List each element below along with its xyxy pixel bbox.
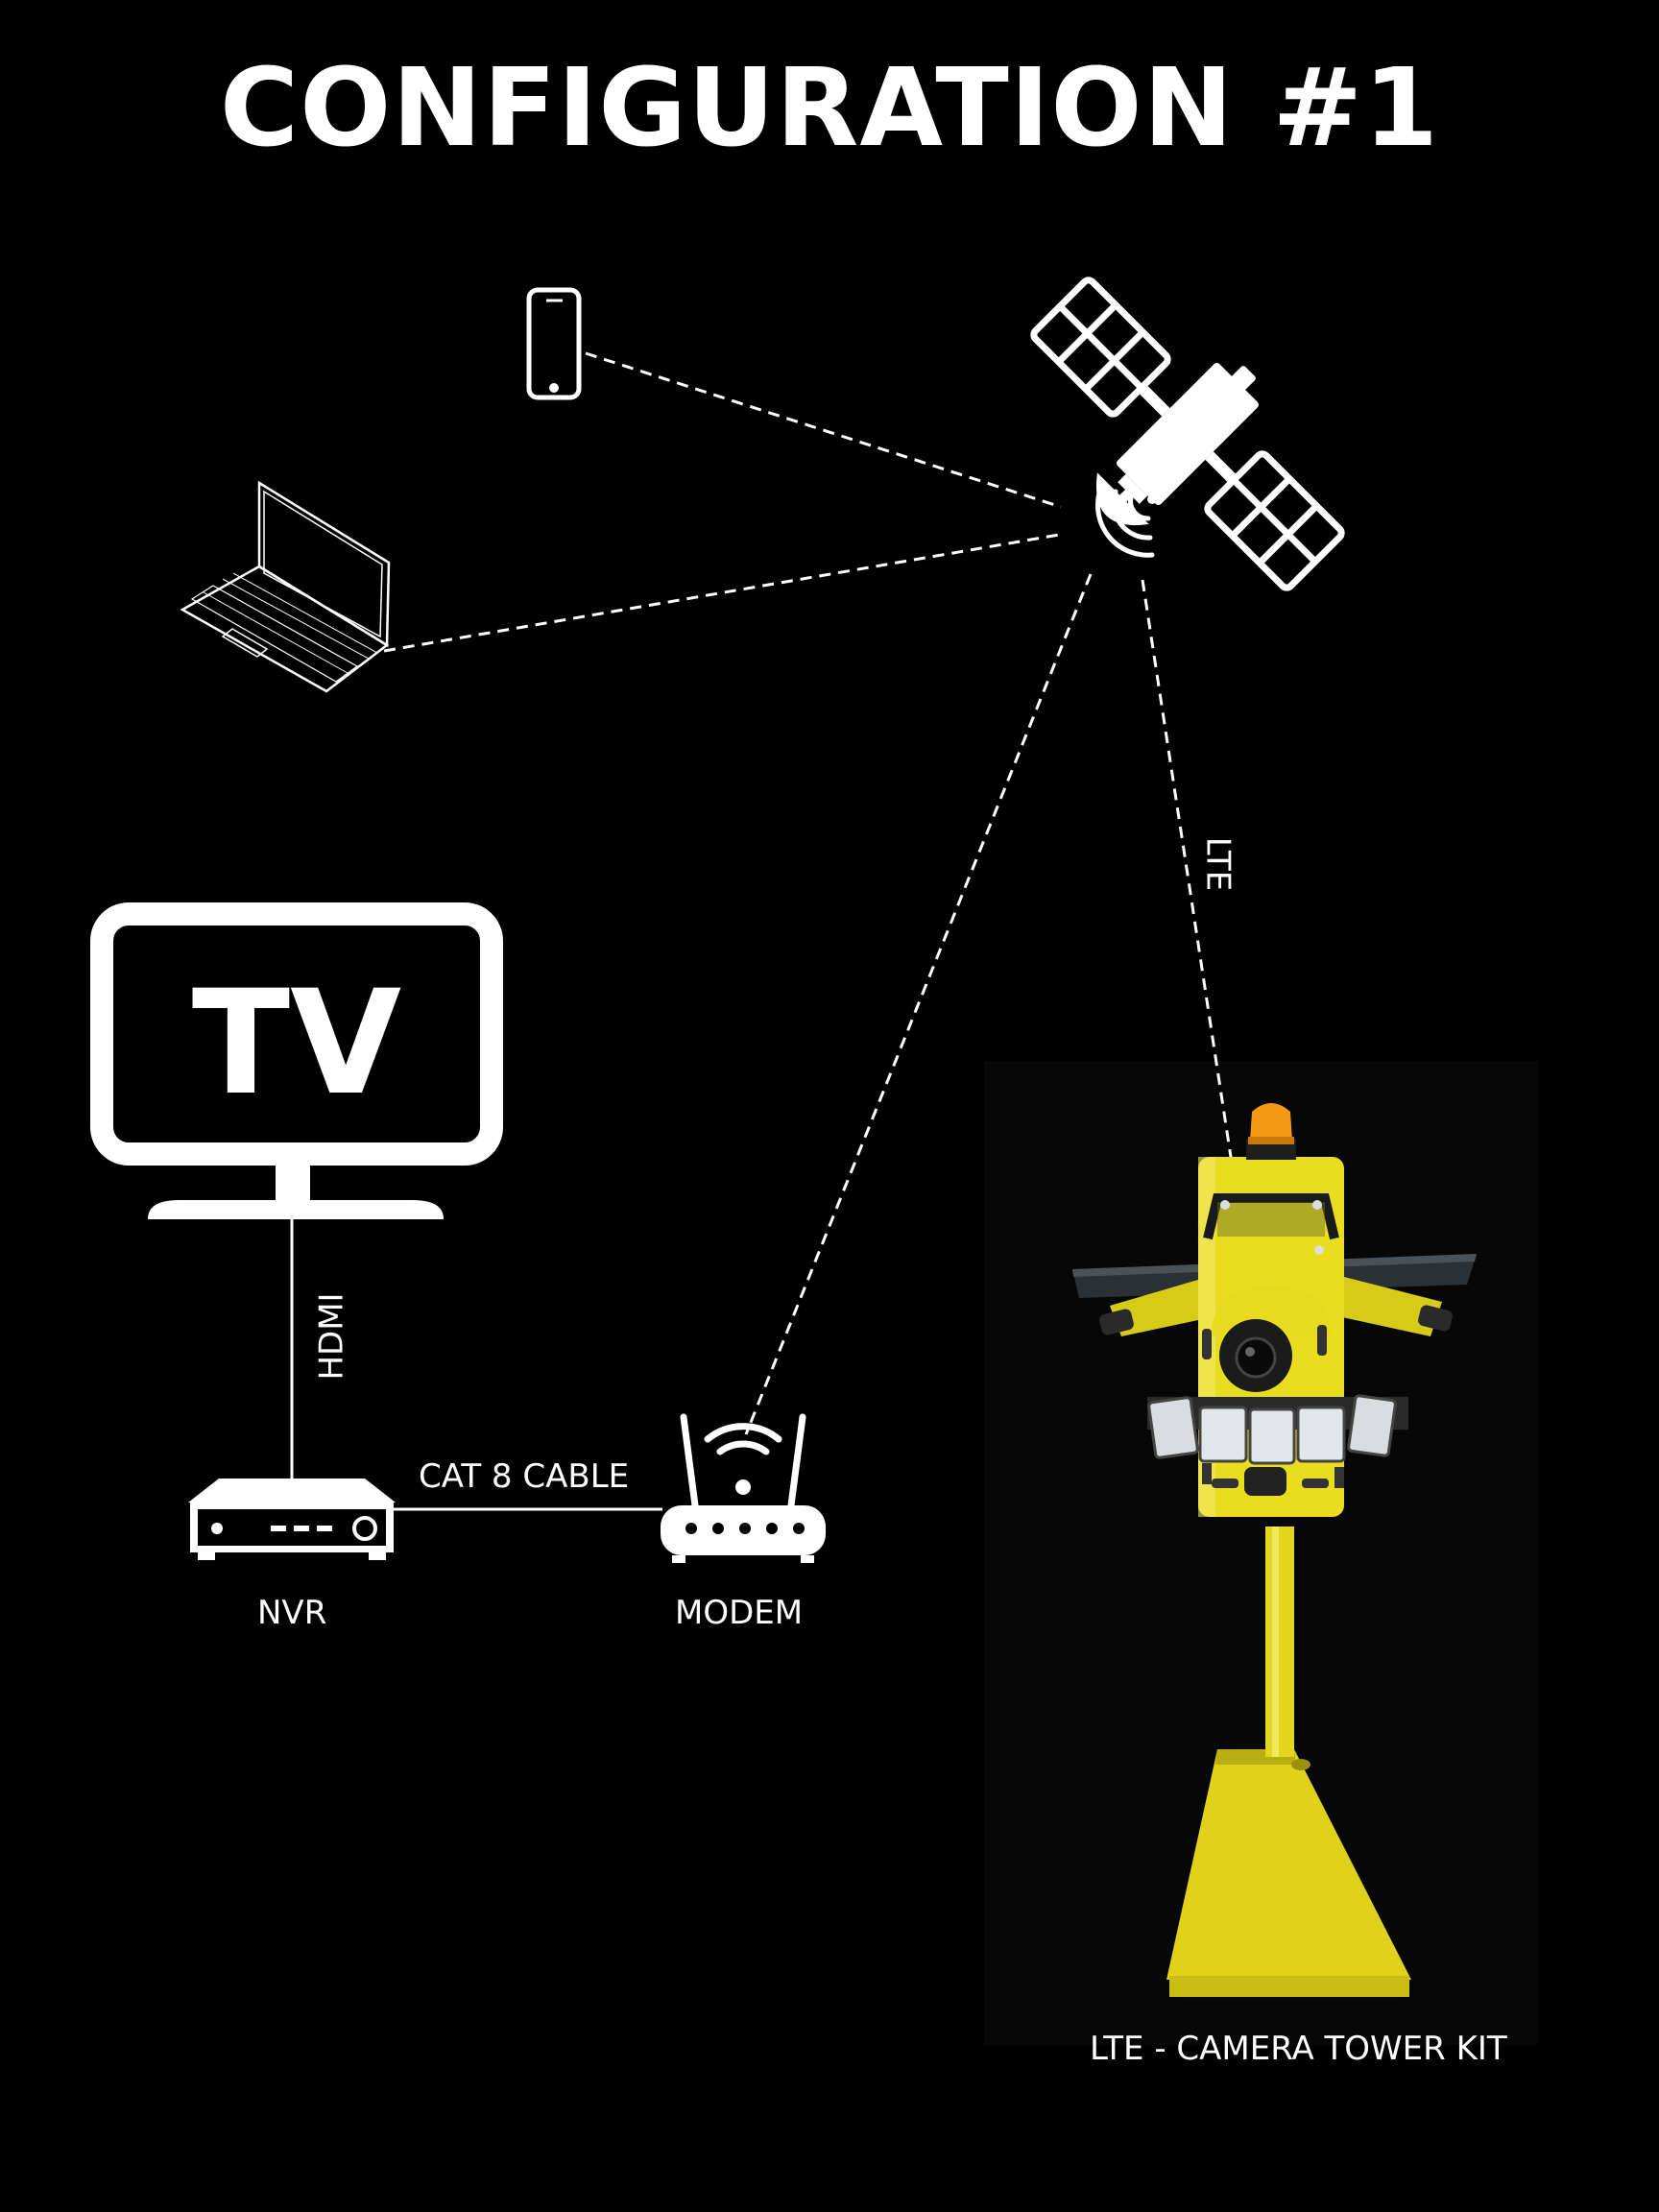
warning-beacon [1250, 1103, 1292, 1141]
modem-label: MODEM [675, 1594, 804, 1632]
tv-icon: TV [90, 902, 503, 1219]
page-title: CONFIGURATION #1 [219, 46, 1440, 171]
camera-tower-image [1072, 1103, 1477, 1997]
link-phone-satellite [585, 351, 1062, 509]
tower-pole [1265, 1527, 1294, 1757]
link-laptop-satellite [383, 533, 1060, 653]
satellite-icon [1030, 276, 1345, 591]
tower-base [1166, 1749, 1411, 1980]
smartphone-icon [526, 287, 582, 400]
hdmi-label: HDMI [312, 1292, 351, 1381]
nvr-label: NVR [257, 1594, 327, 1632]
nvr-recorder-icon [188, 1479, 396, 1560]
link-satellite-modem [744, 573, 1093, 1435]
signal-waves-icon [1095, 482, 1157, 558]
cat8-cable-label: CAT 8 CABLE [419, 1457, 630, 1496]
lte-label: LTE [1198, 836, 1238, 892]
tv-icon-text: TV [192, 960, 401, 1127]
light-panels [1147, 1394, 1408, 1465]
tower-kit-caption: LTE - CAMERA TOWER KIT [1090, 2030, 1507, 2068]
laptop-icon [180, 480, 391, 693]
wifi-modem-icon [661, 1413, 826, 1563]
connection-lines [290, 351, 1260, 1511]
